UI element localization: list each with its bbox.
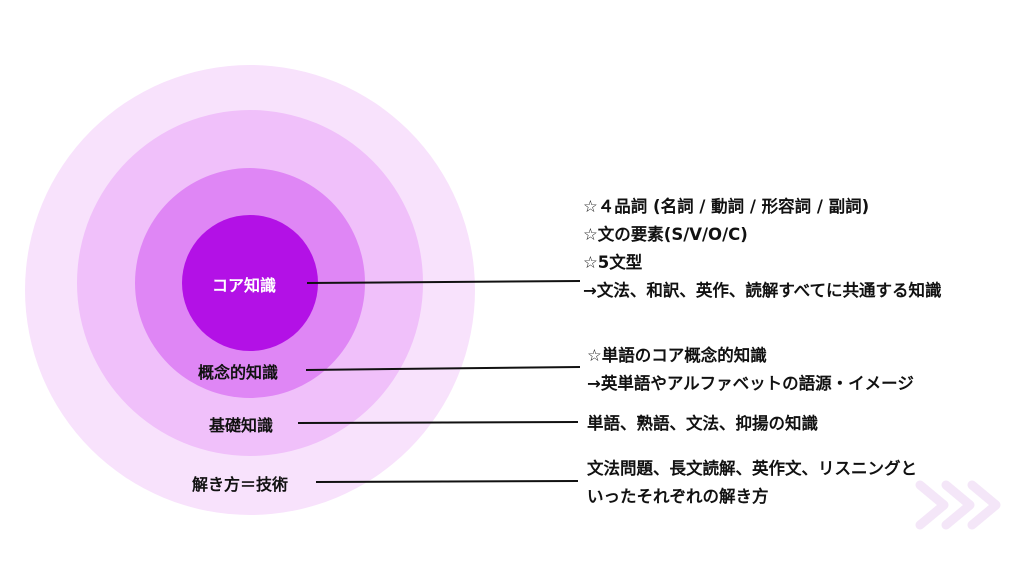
description-line: いったそれぞれの解き方: [587, 487, 769, 506]
core-knowledge-description: ☆４品詞 (名詞 / 動詞 / 形容詞 / 副詞) ☆文の要素(S/V/O/C)…: [583, 193, 942, 305]
connector-solution: [315, 480, 579, 483]
basic-knowledge-label: 基礎知識: [209, 416, 274, 435]
basic-knowledge-description: 単語、熟語、文法、抑揚の知識: [587, 410, 818, 438]
description-line: →英単語やアルファベットの語源・イメージ: [587, 374, 914, 393]
description-line: 単語、熟語、文法、抑揚の知識: [587, 414, 818, 433]
connector-core: [306, 280, 581, 284]
description-line: ☆文の要素(S/V/O/C): [583, 225, 748, 244]
solution-technique-label: 解き方＝技術: [192, 475, 289, 494]
description-line: ☆４品詞 (名詞 / 動詞 / 形容詞 / 副詞): [583, 197, 870, 216]
ring-layer-core: [182, 215, 318, 351]
solution-technique-description: 文法問題、長文読解、英作文、リスニングと いったそれぞれの解き方: [587, 455, 917, 511]
description-line: →文法、和訳、英作、読解すべてに共通する知識: [583, 281, 942, 300]
arrow-chevrons-icon: [915, 480, 1001, 530]
conceptual-knowledge-description: ☆単語のコア概念的知識 →英単語やアルファベットの語源・イメージ: [587, 342, 914, 398]
conceptual-knowledge-label: 概念的知識: [198, 363, 279, 382]
connector-basic: [297, 421, 579, 424]
description-line: 文法問題、長文読解、英作文、リスニングと: [587, 459, 917, 478]
core-knowledge-label: コア知識: [212, 276, 277, 295]
description-line: ☆5文型: [583, 253, 643, 272]
description-line: ☆単語のコア概念的知識: [587, 346, 767, 365]
connector-concept: [305, 366, 581, 371]
